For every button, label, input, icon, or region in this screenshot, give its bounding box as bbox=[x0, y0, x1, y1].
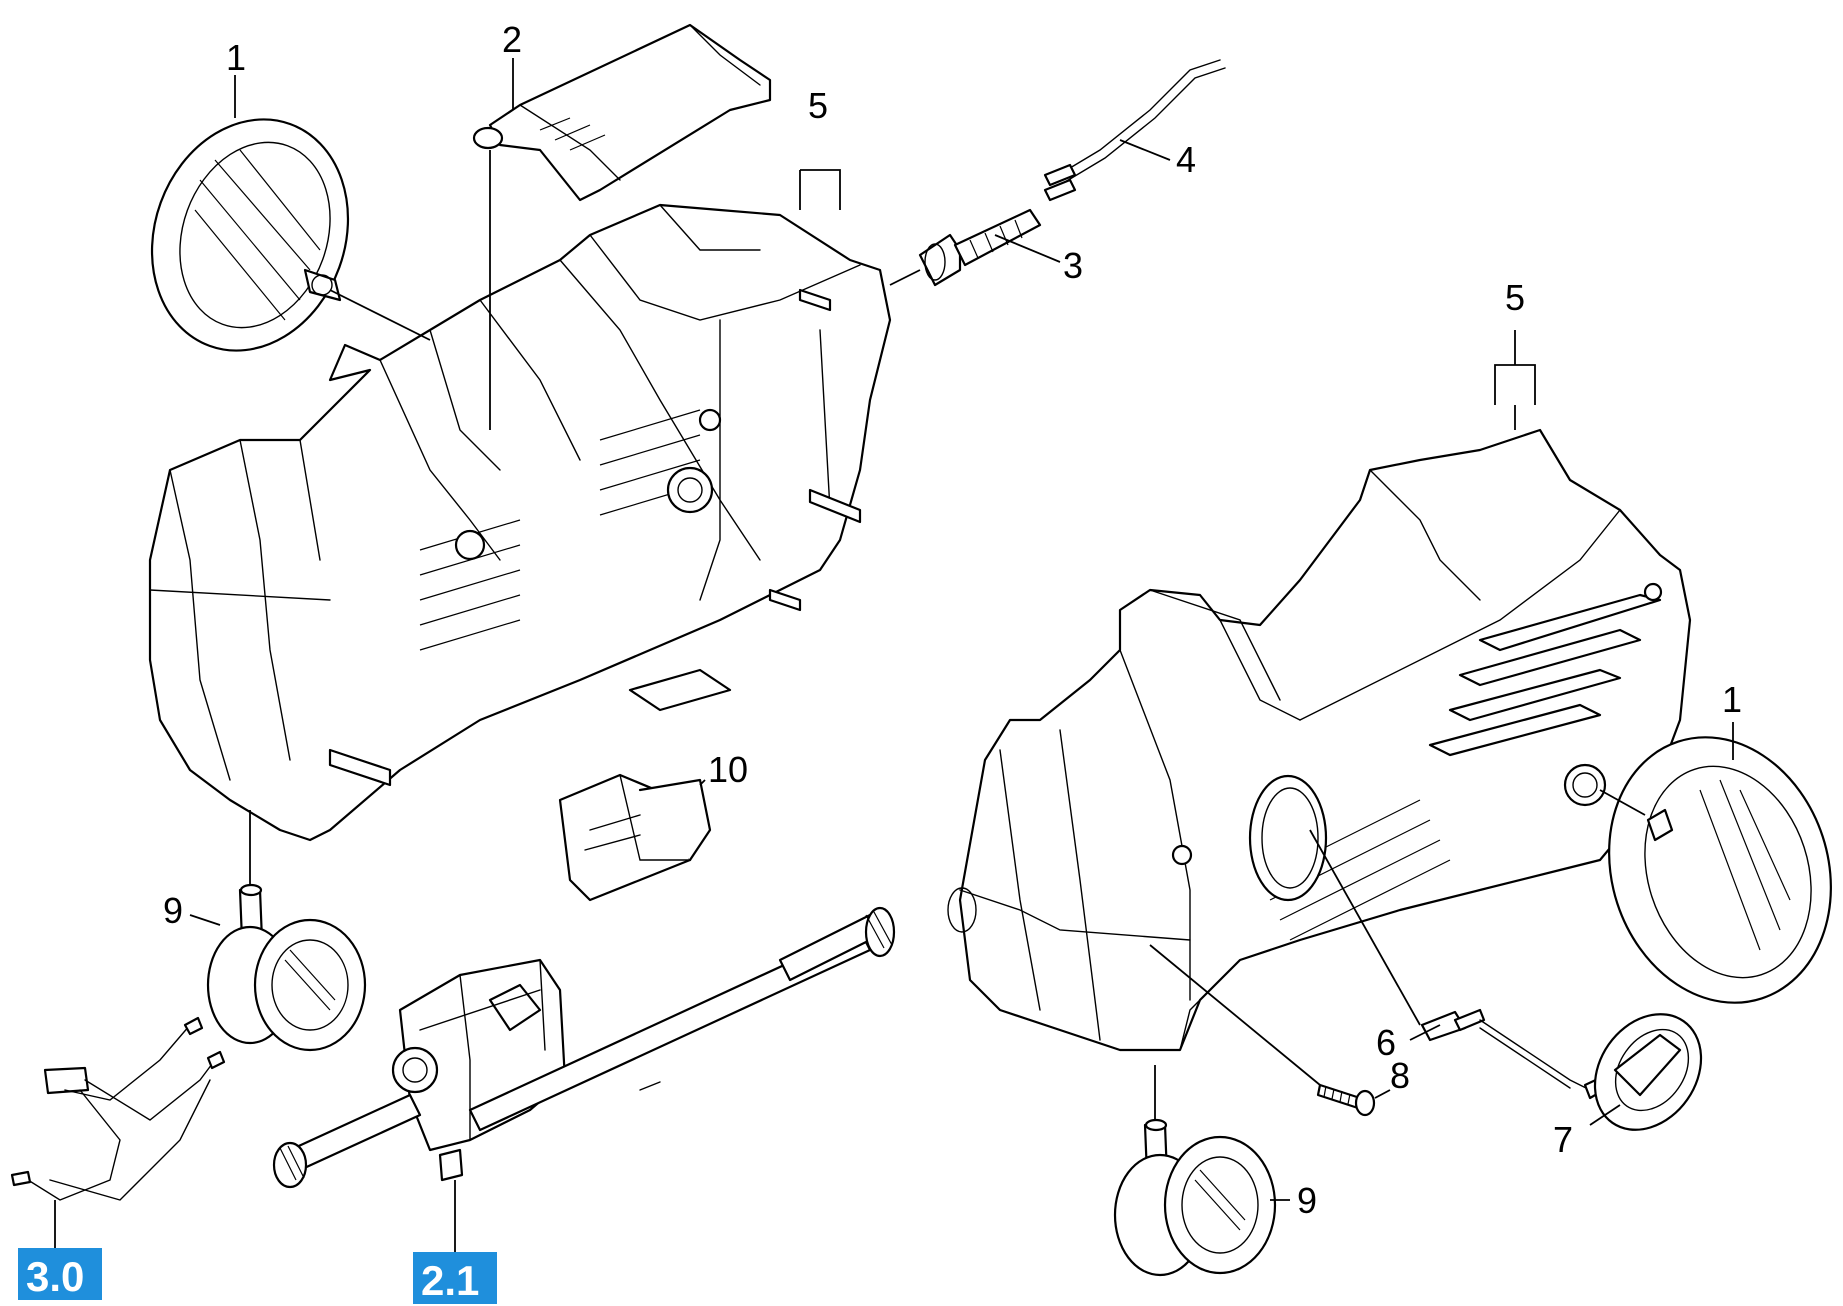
leader-switch-rod bbox=[1309, 829, 1421, 1026]
pump-motor-assembly bbox=[272, 906, 896, 1189]
leader-wheel-left bbox=[329, 289, 431, 341]
housing-right-half bbox=[947, 428, 1692, 1052]
handle bbox=[472, 23, 772, 202]
callout-housing-top: 5 bbox=[808, 85, 828, 126]
leader-screw bbox=[1149, 944, 1321, 1086]
leader-wheel-right bbox=[1599, 789, 1646, 816]
reference-box-wiring[interactable]: 3.0 bbox=[18, 1248, 102, 1300]
castor-left bbox=[206, 883, 367, 1052]
switch-knob bbox=[1593, 1013, 1703, 1131]
leader-castor-left-callout bbox=[189, 914, 221, 926]
screw bbox=[1316, 1083, 1376, 1117]
wheel-left bbox=[150, 118, 350, 352]
leader-switch-rod-callout bbox=[1409, 1024, 1441, 1041]
leader-switch-knob bbox=[1589, 1104, 1621, 1126]
bracket-housing-right bbox=[1494, 330, 1536, 405]
reference-box-pump-motor[interactable]: 2.1 bbox=[413, 1252, 497, 1304]
wiring-harness bbox=[10, 1016, 226, 1201]
switch-block bbox=[558, 773, 712, 902]
callout-cable-gland: 3 bbox=[1063, 245, 1083, 286]
callout-wheel-right: 1 bbox=[1722, 679, 1742, 720]
callout-switch-rod: 6 bbox=[1376, 1022, 1396, 1063]
callout-switch-block: 10 bbox=[708, 749, 748, 790]
housing-left-half bbox=[148, 203, 892, 842]
leader-power-cable bbox=[1119, 139, 1171, 161]
callout-screw: 8 bbox=[1390, 1055, 1410, 1096]
leader-cable-housing bbox=[889, 269, 921, 286]
power-cable bbox=[1043, 59, 1226, 202]
cable-gland bbox=[918, 208, 1042, 287]
callout-switch-knob: 7 bbox=[1553, 1119, 1573, 1160]
leader-switch-block bbox=[699, 779, 706, 786]
callout-handle: 2 bbox=[502, 19, 522, 60]
leader-screw-callout bbox=[1374, 1089, 1391, 1099]
callout-housing-right: 5 bbox=[1505, 277, 1525, 318]
castor-right bbox=[1113, 1118, 1277, 1277]
reference-label-pump-motor: 2.1 bbox=[421, 1257, 479, 1304]
wheel-right bbox=[1608, 736, 1832, 1004]
leader-cable-gland bbox=[994, 234, 1061, 263]
switch-rod bbox=[1420, 1008, 1606, 1100]
bracket-housing-top bbox=[799, 169, 841, 210]
callout-castor-left: 9 bbox=[163, 890, 183, 931]
callout-castor-right: 9 bbox=[1297, 1180, 1317, 1221]
callout-power-cable: 4 bbox=[1176, 139, 1196, 180]
callout-wheel-left: 1 bbox=[226, 37, 246, 78]
reference-label-wiring: 3.0 bbox=[26, 1253, 84, 1300]
